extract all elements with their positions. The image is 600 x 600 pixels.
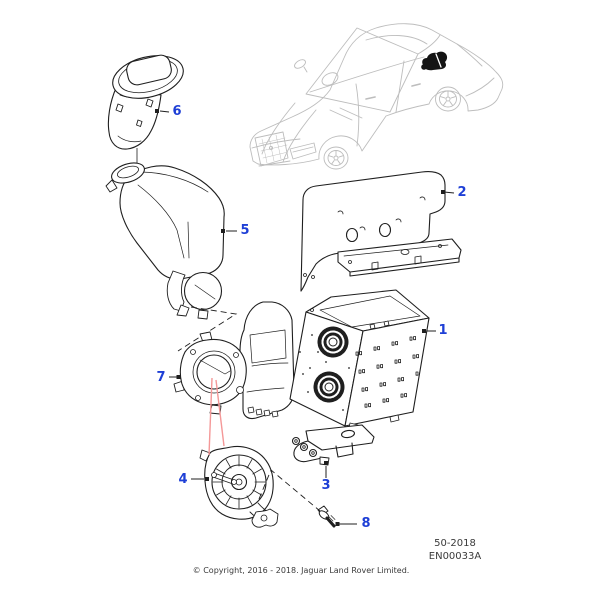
- car-trunk-lines: [456, 43, 495, 97]
- car-beltline: [309, 56, 425, 93]
- car-door-handles: [365, 83, 421, 100]
- car-grille: [254, 131, 289, 167]
- callout-6[interactable]: 6: [172, 104, 182, 119]
- blower-housing: [239, 301, 295, 420]
- subwoofer-location-marker: [421, 51, 448, 71]
- car-body-outline: [249, 23, 504, 166]
- car-mirror: [294, 59, 306, 69]
- part-7-seal-ring: [173, 331, 247, 415]
- part-6-air-duct: [107, 54, 184, 150]
- car-steering-wheel: [321, 72, 339, 86]
- callout-7[interactable]: 7: [156, 370, 166, 385]
- car-mirror-stem: [303, 66, 308, 73]
- assembly-dashed-line-5-7: [177, 306, 238, 352]
- part-5-blower-outlet: [176, 271, 223, 320]
- callout-1[interactable]: 1: [438, 323, 448, 338]
- car-windshield: [305, 27, 419, 113]
- car-roof-lines: [365, 34, 441, 55]
- document-code: 50-2018: [434, 538, 476, 549]
- alignment-highlight-lines: [208, 377, 225, 456]
- part-3-bracket: [291, 424, 375, 466]
- blower-fins: [212, 455, 266, 509]
- car-headlight: [289, 142, 317, 160]
- car-b-pillar: [395, 60, 405, 113]
- callout-leader-lines: [155, 109, 455, 526]
- callout-4[interactable]: 4: [178, 472, 188, 487]
- car-door-seam: [355, 83, 360, 147]
- callout-3[interactable]: 3: [321, 478, 331, 493]
- assembly-dashed-line-8: [258, 469, 321, 512]
- vehicle-inset: [249, 23, 504, 170]
- part-2-tray: [337, 238, 462, 277]
- amplifier-vent-perforations: [355, 336, 419, 408]
- car-front-wheel: [323, 146, 349, 170]
- car-hood-creases: [261, 102, 317, 163]
- part-4-blower: [199, 445, 279, 528]
- copyright-text: © Copyright, 2016 - 2018. Jaguar Land Ro…: [192, 566, 410, 575]
- car-rear-wheel: [435, 86, 461, 112]
- callout-2[interactable]: 2: [457, 185, 467, 200]
- car-wipers: [329, 107, 363, 121]
- part-2-bracket: [300, 171, 462, 292]
- amplifier-fastener-dots: [299, 308, 350, 411]
- part-8-screw: [317, 505, 336, 528]
- amplifier-heatsink-fans: [313, 326, 349, 403]
- part-1-amplifier: [289, 289, 430, 431]
- part-5-enclosure: [105, 162, 225, 320]
- car-bumper-lines: [251, 138, 301, 167]
- callout-8[interactable]: 8: [361, 516, 371, 531]
- drawing-id: EN00033A: [428, 551, 482, 562]
- callout-5[interactable]: 5: [240, 223, 250, 238]
- blower-clamp: [251, 508, 279, 528]
